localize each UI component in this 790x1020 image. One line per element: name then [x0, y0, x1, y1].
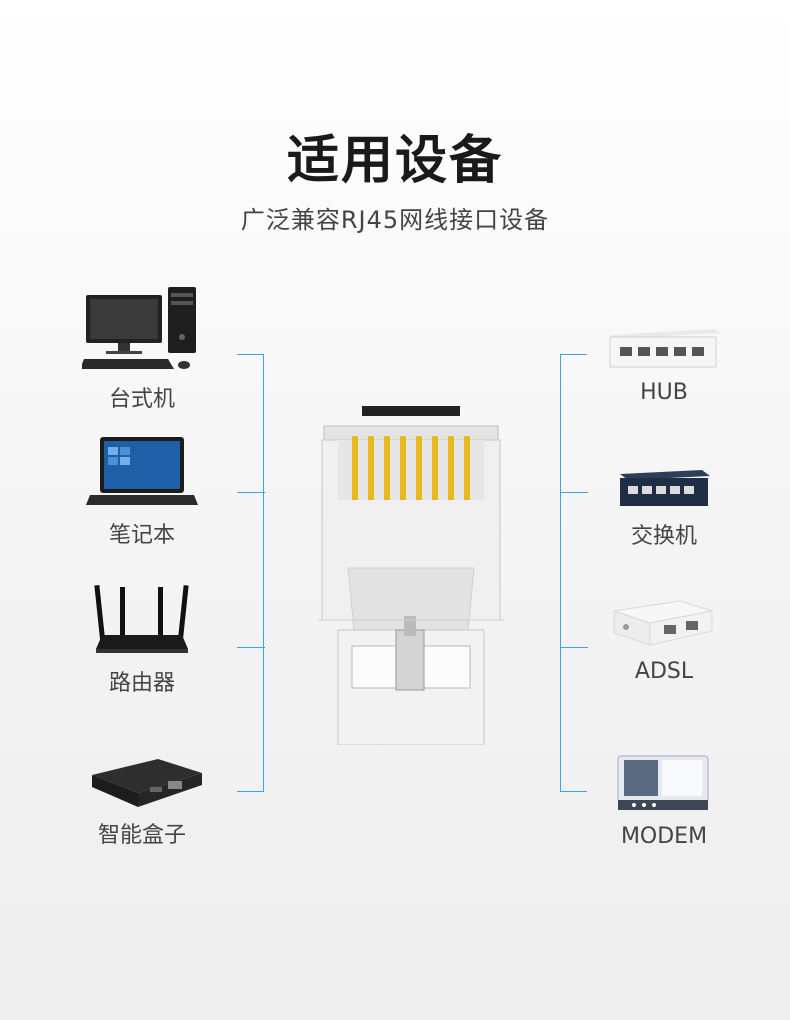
device-label-adsl: ADSL [634, 659, 694, 684]
device-hub: HUB [574, 325, 754, 415]
device-switch: 交换机 [574, 466, 754, 556]
right-tick-switch [560, 492, 588, 493]
device-desktop: 台式机 [52, 285, 232, 415]
device-label-settopbox: 智能盒子 [97, 823, 186, 848]
rj45-connector-image [318, 406, 504, 745]
device-label-hub: HUB [640, 380, 688, 405]
device-router: 路由器 [52, 583, 232, 698]
device-label-modem: MODEM [620, 824, 708, 849]
laptop-icon [86, 437, 198, 505]
modem-icon [617, 755, 709, 810]
device-adsl: ADSL [574, 597, 754, 692]
device-label-switch: 交换机 [630, 524, 697, 549]
switch-icon [620, 470, 710, 506]
page-subtitle: 广泛兼容RJ45网线接口设备 [240, 206, 550, 234]
device-modem: MODEM [574, 752, 754, 852]
page-title: 适用设备 [286, 131, 503, 191]
left-tick-router [237, 647, 265, 648]
right-bracket-line [560, 354, 587, 792]
device-label-desktop: 台式机 [108, 387, 175, 412]
device-laptop: 笔记本 [52, 435, 232, 550]
hub-icon [609, 329, 720, 368]
left-bracket-line [237, 354, 264, 792]
device-label-laptop: 笔记本 [108, 523, 175, 548]
desktop-computer-icon [82, 287, 196, 369]
device-settopbox: 智能盒子 [52, 755, 232, 855]
right-tick-adsl [560, 647, 588, 648]
router-icon [94, 584, 189, 653]
device-label-router: 路由器 [108, 671, 175, 696]
set-top-box-icon [92, 759, 202, 807]
adsl-icon [613, 600, 713, 646]
left-tick-laptop [237, 492, 265, 493]
